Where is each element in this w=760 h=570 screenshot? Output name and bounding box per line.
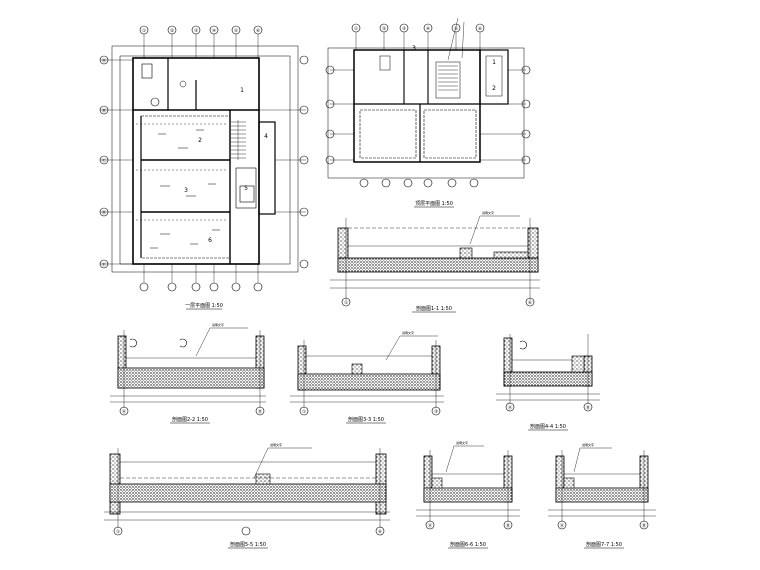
room-number: 3 <box>412 45 416 52</box>
section-4-axis: Ⓑ <box>586 404 591 411</box>
top-plan-title: 顶层平面图 1:50 <box>415 201 453 207</box>
section-2-title: 剖面图2-2 1:50 <box>172 416 208 423</box>
section-3-axis: ③ <box>434 409 438 415</box>
section-4-axis: Ⓐ <box>508 404 513 411</box>
main-floor-plan <box>99 25 309 292</box>
grid-label: ① <box>142 28 146 34</box>
section-7-axis: Ⓐ <box>560 522 565 529</box>
room-number: 3 <box>184 187 188 194</box>
grid-label: ④ <box>212 28 216 34</box>
section-6-axis: Ⓐ <box>428 522 433 529</box>
section-2-2 <box>110 327 266 416</box>
grid-label: ③ <box>194 28 198 34</box>
grid-label: ② <box>382 26 386 32</box>
section-note: 说明文字 <box>482 210 494 215</box>
section-note: 说明文字 <box>582 442 594 447</box>
room-number: 6 <box>208 237 212 244</box>
room-number: 4 <box>264 133 268 140</box>
section-6-title: 剖面图6-6 1:50 <box>450 541 486 548</box>
grid-label: ③ <box>402 26 406 32</box>
section-2-axis: Ⓓ <box>258 408 263 415</box>
section-5-title: 剖面图5-5 1:50 <box>230 541 266 548</box>
grid-label: ④ <box>426 26 430 32</box>
section-6-axis: Ⓑ <box>506 522 511 529</box>
section-7-axis: Ⓑ <box>642 522 647 529</box>
room-number: 1 <box>240 87 244 94</box>
section-3-title: 剖面图3-3 1:50 <box>348 416 384 423</box>
section-5-axis: ① <box>116 529 120 535</box>
section-7-7 <box>548 447 656 530</box>
section-4-4 <box>496 334 600 412</box>
room-number: 5 <box>244 185 248 192</box>
section-1-1 <box>330 215 540 307</box>
section-2-axis: Ⓐ <box>122 408 127 415</box>
section-4-title: 剖面图4-4 1:50 <box>530 423 566 430</box>
room-number: 1 <box>492 59 496 66</box>
section-1-title: 剖面图1-1 1:50 <box>416 305 452 312</box>
grid-label: Ⓔ <box>102 261 107 268</box>
section-3-axis: ① <box>302 409 306 415</box>
main-plan-grid-labels: ① ② ③ ④ ⑤ ⑥ Ⓐ Ⓑ Ⓒ Ⓓ Ⓔ <box>102 28 260 268</box>
room-number: 2 <box>198 137 202 144</box>
top-plan-room-numbers: 1 2 3 <box>412 45 496 92</box>
section-1-axis: ⑥ <box>528 300 532 306</box>
section-3-3 <box>290 335 444 416</box>
section-5-5 <box>104 447 390 536</box>
section-note: 说明文字 <box>456 440 468 445</box>
top-floor-plan <box>325 17 531 188</box>
grid-label: Ⓑ <box>102 107 107 114</box>
grid-label: ⑥ <box>478 26 482 32</box>
top-plan-labels: ① ② ③ ④ ⑤ ⑥ <box>354 26 482 32</box>
grid-label: ⑤ <box>454 26 458 32</box>
grid-label: ① <box>354 26 358 32</box>
main-plan-room-numbers: 1 2 3 4 5 6 <box>184 87 268 244</box>
grid-label: ② <box>170 28 174 34</box>
section-note: 说明文字 <box>402 330 414 335</box>
grid-label: Ⓒ <box>102 157 107 164</box>
grid-label: Ⓓ <box>102 209 107 216</box>
section-5-axis: ⑥ <box>378 529 382 535</box>
main-plan-title: 一层平面图 1:50 <box>185 303 223 309</box>
section-6-6 <box>416 445 520 530</box>
section-1-axis: ① <box>344 300 348 306</box>
section-note: 说明文字 <box>270 442 282 447</box>
grid-label: Ⓐ <box>102 57 107 64</box>
section-note: 说明文字 <box>212 322 224 327</box>
grid-label: ⑤ <box>234 28 238 34</box>
section-7-title: 剖面图7-7 1:50 <box>586 541 622 548</box>
room-number: 2 <box>492 85 496 92</box>
grid-label: ⑥ <box>256 28 260 34</box>
